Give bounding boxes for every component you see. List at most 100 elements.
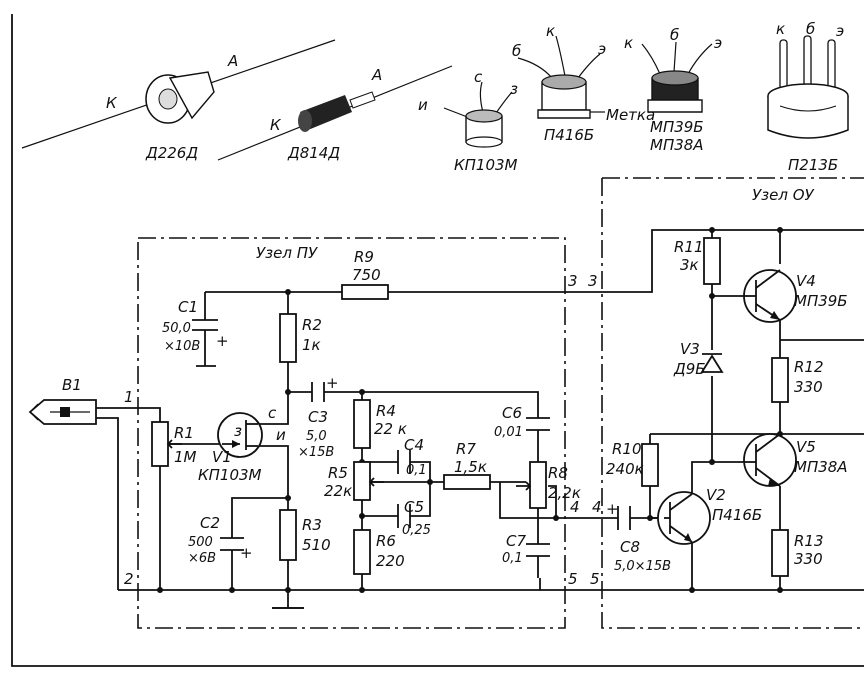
c2-voltage: ×6В xyxy=(188,551,216,566)
c2-value: 500 xyxy=(188,535,213,550)
c1-label: С1 xyxy=(178,298,198,316)
p416-pin-b: б xyxy=(512,42,521,60)
kp103-pin-z: з xyxy=(510,80,518,98)
c3-capacitor xyxy=(311,382,325,402)
r5-label: R5 xyxy=(328,464,348,482)
transistor-kp103m-drawing xyxy=(443,81,513,148)
v2-transistor-symbol xyxy=(657,491,711,545)
r9-resistor xyxy=(341,284,389,300)
c3-voltage: ×15В xyxy=(298,445,334,460)
d226-cathode-label: К xyxy=(106,94,118,112)
c1-capacitor xyxy=(192,319,218,345)
d226-name: Д226Д xyxy=(145,144,198,162)
node-1: 1 xyxy=(124,388,134,406)
block-ou-outline xyxy=(601,177,864,629)
c7-label: С7 xyxy=(506,532,526,550)
kp103-pin-s: с xyxy=(474,68,483,86)
p213-pin-e: э xyxy=(836,22,844,40)
c5-capacitor xyxy=(397,504,411,528)
r6-resistor xyxy=(353,529,371,575)
node-2: 2 xyxy=(124,570,134,588)
c8-value: 5,0×15В xyxy=(614,559,671,574)
r10-label: R10 xyxy=(612,440,642,458)
v3-diode-symbol xyxy=(700,353,724,373)
mp39-pin-e: э xyxy=(714,34,722,52)
c2-label: С2 xyxy=(200,514,220,532)
page-frame xyxy=(11,14,864,667)
r13-value: 330 xyxy=(794,550,823,568)
block-ou-title: Узел ОУ xyxy=(752,186,815,204)
c1-voltage: ×10В xyxy=(164,339,200,354)
r1-wiper-arrow xyxy=(166,439,182,449)
d814-cathode-label: К xyxy=(270,116,282,134)
r12-value: 330 xyxy=(794,378,823,396)
v1-pin-i: и xyxy=(276,426,286,444)
v3-label: V3 xyxy=(680,340,700,358)
node-4-left: 4 xyxy=(570,498,580,516)
p213-pin-b: б xyxy=(806,20,815,38)
r11-value: 3к xyxy=(680,256,699,274)
r8-wiper-arrow xyxy=(516,481,532,491)
c1-value: 50,0 xyxy=(162,321,191,336)
transistor-p213b-drawing xyxy=(767,35,849,139)
v1-pin-c: с xyxy=(268,404,277,422)
mp39-pin-k: к xyxy=(624,34,633,52)
c6-label: С6 xyxy=(502,404,522,422)
r10-resistor xyxy=(641,443,659,487)
r10-value: 240к xyxy=(606,460,644,478)
r1-value: 1М xyxy=(174,448,197,466)
r13-label: R13 xyxy=(794,532,824,550)
v5-type: МП38А xyxy=(794,458,848,476)
v3-type: Д9Б xyxy=(673,360,706,378)
c6-capacitor xyxy=(526,417,550,431)
c2-plus: + xyxy=(240,544,253,562)
r9-label: R9 xyxy=(354,248,374,266)
r4-value: 22 к xyxy=(374,420,407,438)
r1-label: R1 xyxy=(174,424,194,442)
node-3-left: 3 xyxy=(568,272,578,290)
v4-label: V4 xyxy=(796,272,816,290)
r3-label: R3 xyxy=(302,516,322,534)
c6-value: 0,01 xyxy=(494,425,523,440)
v4-transistor-symbol xyxy=(742,269,797,323)
c5-label: С5 xyxy=(404,498,424,516)
c3-label: С3 xyxy=(308,408,328,426)
r1-potentiometer xyxy=(151,421,169,467)
p416-mark-label: Метка xyxy=(606,106,655,124)
r7-label: R7 xyxy=(456,440,476,458)
r2-value: 1к xyxy=(302,336,321,354)
d814-name: Д814Д xyxy=(287,144,340,162)
p416-name: П416Б xyxy=(544,126,594,144)
diode-d814d-drawing xyxy=(217,65,453,161)
r5-potentiometer xyxy=(353,461,371,501)
r5-value: 22к xyxy=(324,482,352,500)
mp38-name: МП38А xyxy=(650,136,704,154)
r12-label: R12 xyxy=(794,358,824,376)
r5-wiper-arrow xyxy=(368,477,384,487)
node-5-right: 5 xyxy=(590,570,600,588)
c7-value: 0,1 xyxy=(502,551,523,566)
input-jack-b1 xyxy=(28,399,97,425)
r12-resistor xyxy=(771,357,789,403)
r8-label: R8 xyxy=(548,464,568,482)
v2-type: П416Б xyxy=(712,506,762,524)
c1-plus: + xyxy=(216,332,229,350)
c2-capacitor xyxy=(220,537,244,551)
c4-value: 0,1 xyxy=(406,463,427,478)
d226-anode-label: А xyxy=(227,52,238,70)
p416-pin-k: к xyxy=(546,22,555,40)
transistor-mp39-drawing xyxy=(641,41,713,113)
c4-label: С4 xyxy=(404,436,424,454)
c3-plus: + xyxy=(326,374,339,392)
r11-resistor xyxy=(703,237,721,285)
c4-capacitor xyxy=(397,450,411,474)
r3-value: 510 xyxy=(302,536,331,554)
r2-resistor xyxy=(279,313,297,363)
c8-capacitor xyxy=(617,506,631,530)
v1-label: V1 xyxy=(212,448,232,466)
r7-resistor xyxy=(443,474,491,490)
r4-label: R4 xyxy=(376,402,396,420)
v1-fet-symbol xyxy=(217,412,263,458)
node-3-right: 3 xyxy=(588,272,598,290)
p213-name: П213Б xyxy=(788,156,838,174)
